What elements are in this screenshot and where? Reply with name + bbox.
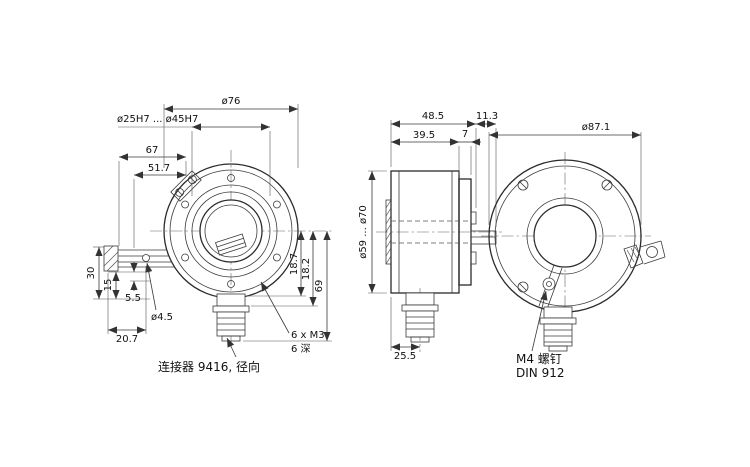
- dim-front-18-2: 18.2: [301, 258, 312, 280]
- dim-side-7: 7: [462, 129, 468, 140]
- dim-front-69: 69: [314, 280, 325, 293]
- note-front-m3-line2: 6 深: [291, 343, 311, 355]
- side-dimensions: 48.5 39.5 7 11.3 ø59 ... ø70 25.5: [358, 111, 498, 362]
- rear-clamp-lever: [623, 240, 666, 269]
- side-connector: [401, 292, 439, 343]
- dim-front-67: 67: [146, 145, 159, 156]
- note-rear-m4-line1: M4 螺钉: [516, 352, 562, 366]
- dim-front-d4-5: ø4.5: [151, 312, 173, 323]
- label-front-connector: 连接器 9416, 径向: [158, 359, 260, 374]
- side-clamp-lever: [470, 211, 497, 265]
- dim-side-39-5: 39.5: [413, 130, 435, 141]
- rear-clamp-slit: [538, 264, 563, 310]
- rear-dimensions: ø87.1 M4 螺钉 DIN 912: [488, 122, 642, 380]
- dim-rear-outer-diameter: ø87.1: [582, 122, 610, 133]
- note-rear-m4-line2: DIN 912: [516, 366, 564, 380]
- side-view: 48.5 39.5 7 11.3 ø59 ... ø70 25.5: [358, 111, 502, 362]
- dim-front-30: 30: [86, 267, 97, 280]
- dim-front-outer-diameter: ø76: [222, 96, 241, 107]
- dim-side-48-5: 48.5: [422, 111, 444, 122]
- note-front-m3-line1: 6 x M3: [291, 330, 325, 341]
- rear-view: ø87.1 M4 螺钉 DIN 912: [481, 122, 666, 380]
- dim-side-d59-d70: ø59 ... ø70: [358, 205, 369, 259]
- rear-connector: [539, 306, 577, 352]
- side-centerlines: [376, 231, 502, 352]
- front-bolt-holes: [181, 174, 281, 288]
- front-torque-bracket: [103, 245, 174, 272]
- front-view: ø76 ø25H7 ... ø45H7 67 51.7 30 15: [86, 96, 334, 374]
- dim-front-bore-range: ø25H7 ... ø45H7: [117, 114, 198, 125]
- front-dimensions: ø76 ø25H7 ... ø45H7 67 51.7 30 15: [86, 96, 332, 374]
- dim-front-18-7: 18.7: [289, 253, 300, 275]
- front-connector: [212, 293, 250, 342]
- front-mounting-tab: [170, 170, 202, 202]
- dim-front-51-7: 51.7: [148, 163, 170, 174]
- dim-front-15: 15: [103, 279, 114, 292]
- dim-front-5-5: 5.5: [125, 293, 141, 304]
- front-shaft-clamp-detail: [215, 233, 247, 256]
- rear-ring-screws: [517, 179, 613, 293]
- dim-side-11-3: 11.3: [476, 111, 498, 122]
- dim-front-20-7: 20.7: [116, 334, 138, 345]
- dim-side-25-5: 25.5: [394, 351, 416, 362]
